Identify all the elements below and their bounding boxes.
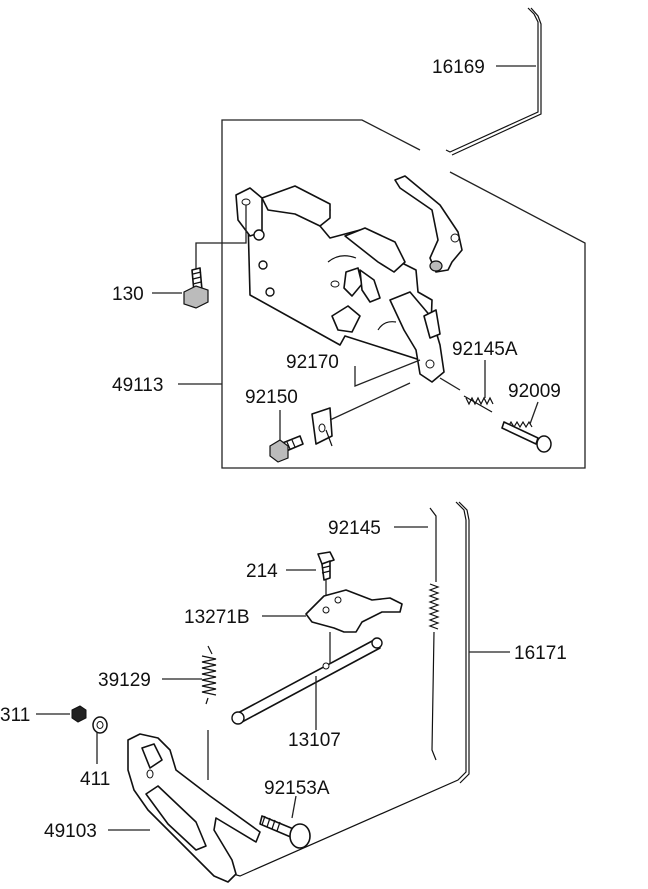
lever-49103: [127, 733, 261, 883]
rod-16171: [225, 501, 470, 877]
part-labels: 16169 130 49113 92170 92145A 92150 92009…: [0, 57, 567, 842]
label-49113: 49113: [112, 375, 163, 396]
control-panel-49113: [235, 175, 463, 383]
label-39129: 39129: [98, 670, 151, 691]
label-92170: 92170: [286, 352, 339, 373]
clip-92170: [311, 407, 333, 447]
bolt-92153A: [259, 815, 311, 849]
label-311: 311: [0, 705, 30, 726]
nut-311: [71, 705, 87, 723]
shaft-13107: [231, 632, 383, 725]
label-92145A: 92145A: [452, 339, 518, 360]
label-13271B: 13271B: [184, 607, 250, 628]
assembly-frame: [221, 119, 586, 469]
label-411: 411: [80, 769, 110, 790]
leader-lines: [36, 65, 539, 831]
label-13107: 13107: [288, 730, 341, 751]
label-130: 130: [112, 284, 144, 305]
bolt-92150: [269, 435, 304, 463]
label-49103: 49103: [44, 821, 97, 842]
label-92150: 92150: [245, 387, 298, 408]
label-92153A: 92153A: [264, 778, 330, 799]
label-16169: 16169: [432, 57, 485, 78]
spring-92145: [428, 507, 440, 761]
bolt-92009: [501, 420, 552, 453]
bolt-130: [183, 267, 209, 309]
label-92145: 92145: [328, 518, 381, 539]
washer-411: [92, 716, 108, 734]
label-92009: 92009: [508, 381, 561, 402]
bracket-13271B: [305, 589, 403, 633]
rod-16169: [445, 7, 542, 156]
spring-92145A: [463, 395, 494, 413]
spring-39129: [201, 645, 217, 780]
label-16171: 16171: [514, 643, 567, 664]
bolt-214: [317, 551, 335, 600]
label-214: 214: [246, 561, 278, 582]
